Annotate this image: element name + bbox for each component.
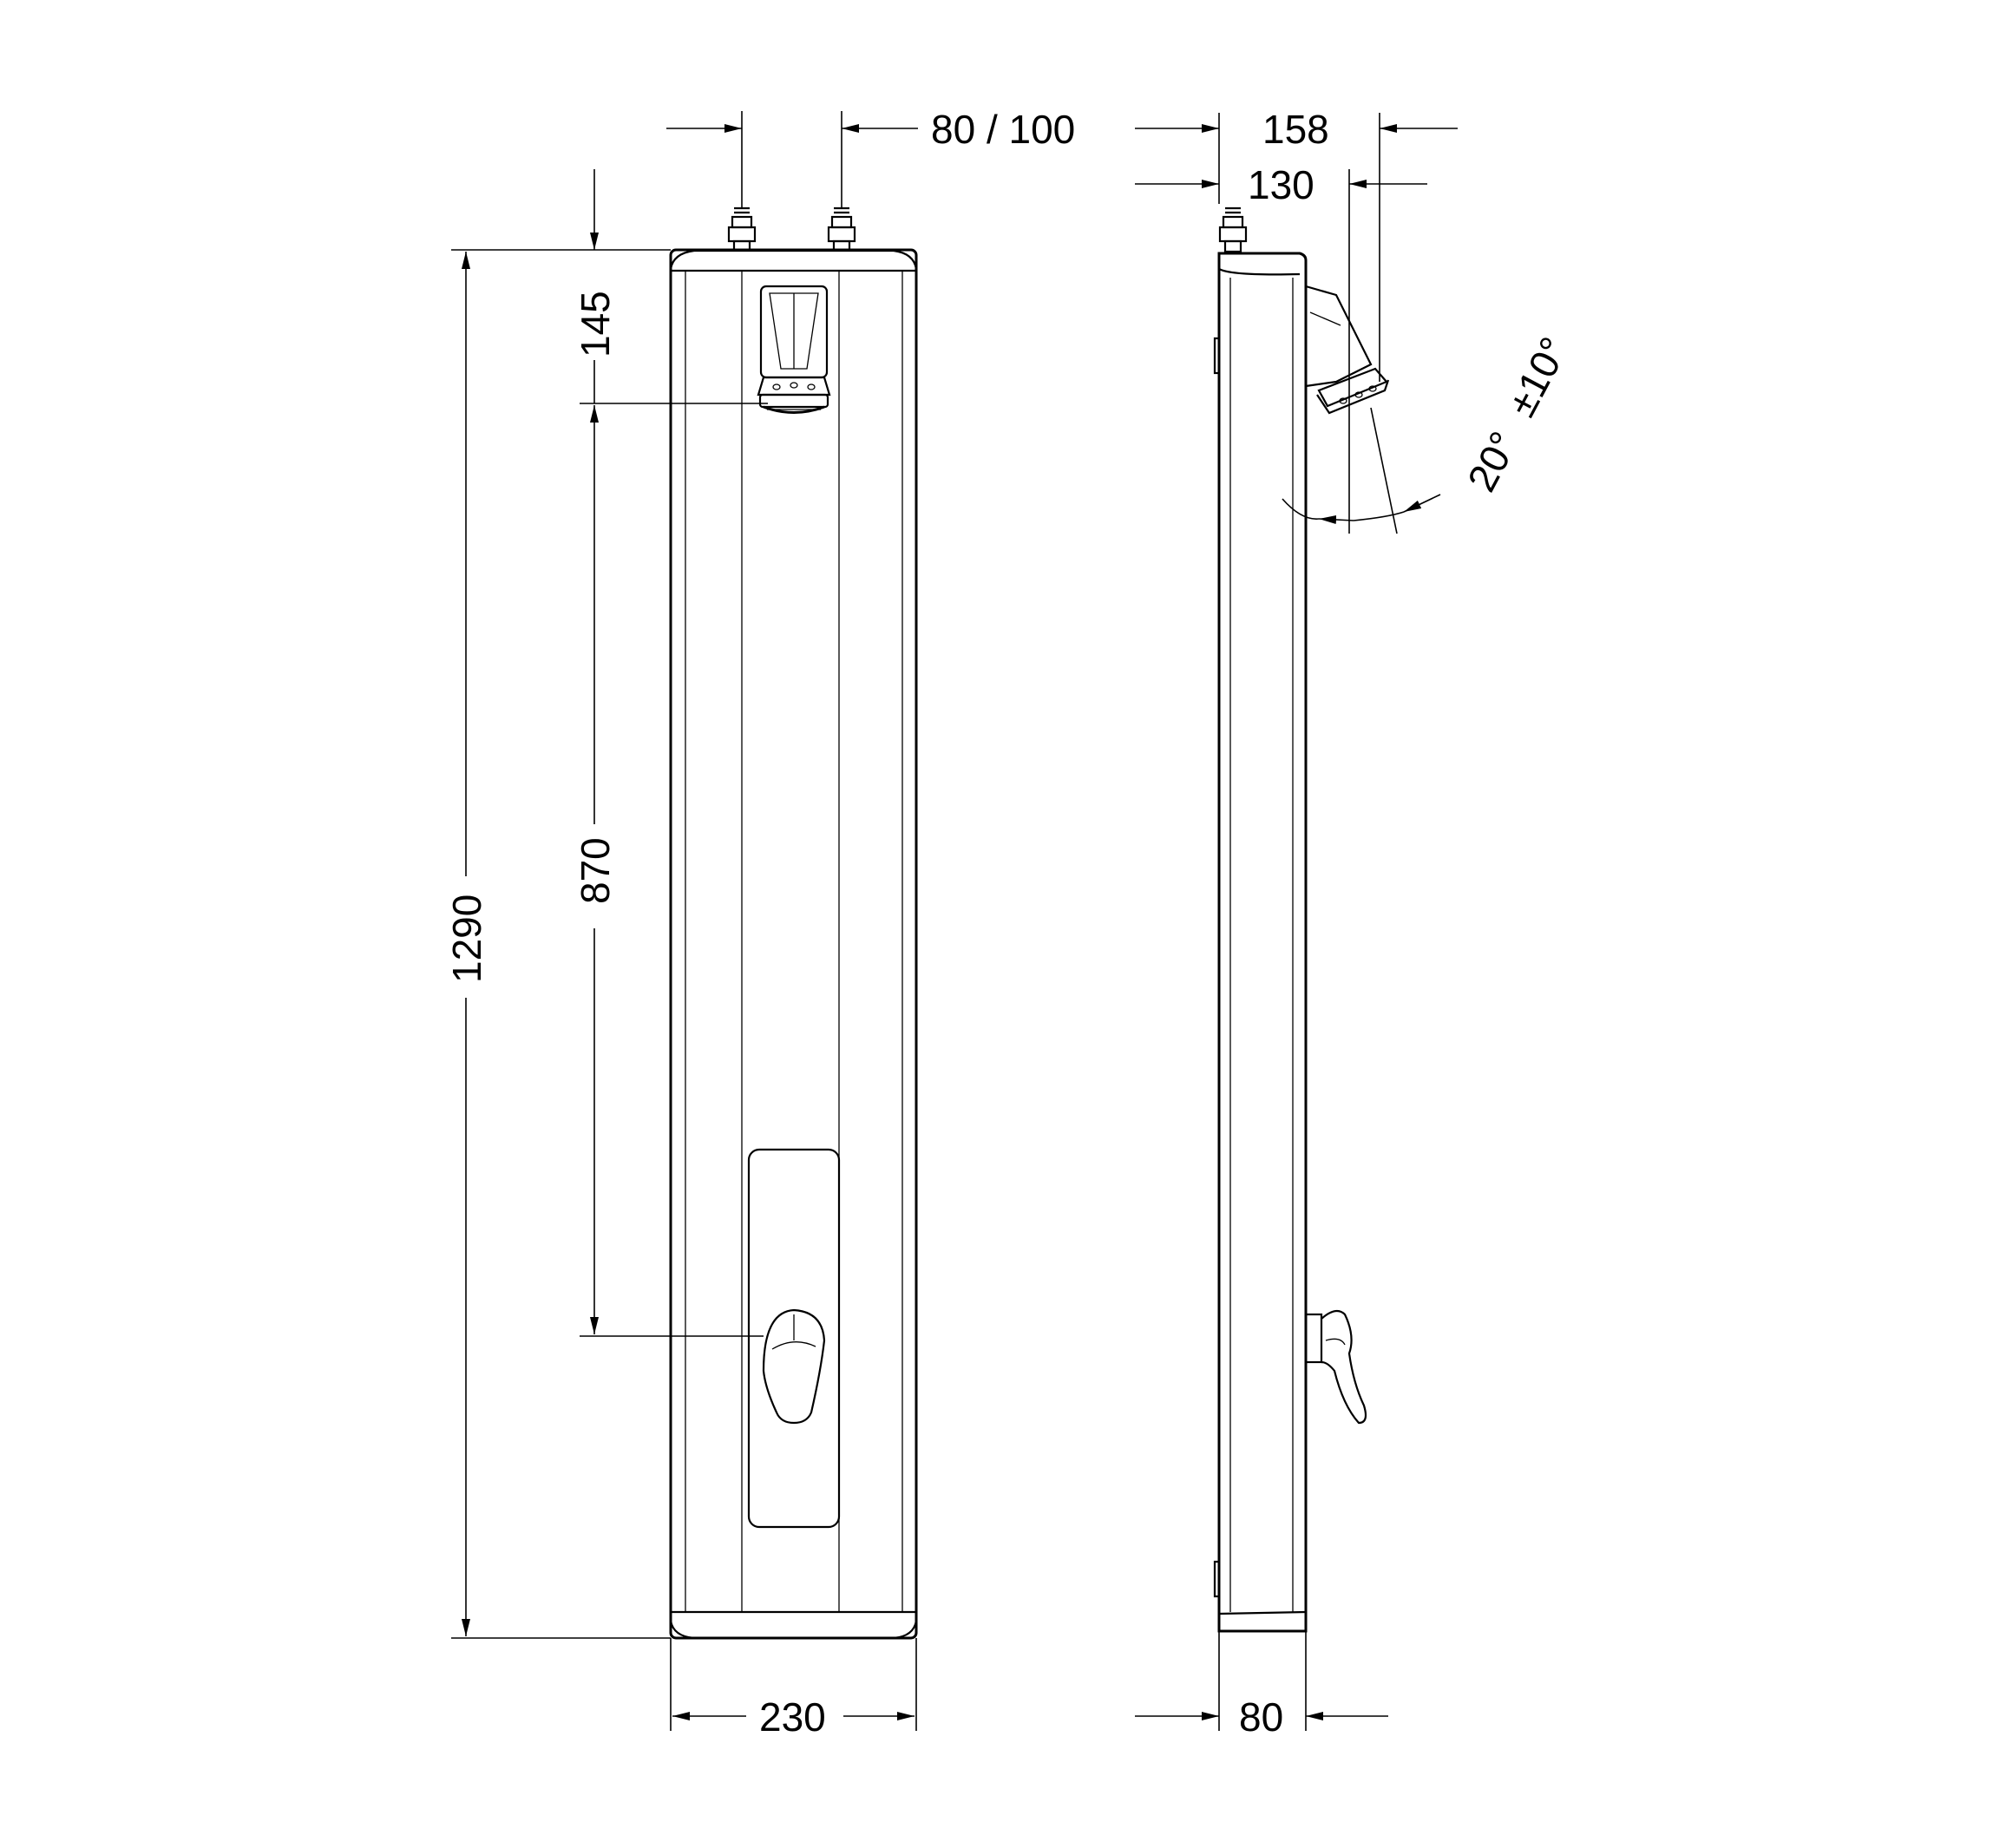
dimension-angle: 20° ±10°: [1282, 330, 1577, 534]
dimension-outlets-spacing-label: 80 / 100: [931, 107, 1075, 152]
front-view: [669, 206, 918, 1640]
side-top-cap-line: [1218, 267, 1301, 276]
inlet-fitting-left: [727, 206, 757, 252]
dimension-angle-label: 20°: [1459, 424, 1527, 499]
dimension-side-depth-total-label: 158: [1262, 107, 1329, 152]
side-bracket-bottom: [1213, 1560, 1221, 1598]
dimension-head-offset-label: 145: [573, 291, 618, 357]
dimension-outlets-spacing: 80 / 100: [666, 107, 1075, 208]
side-bottom-cap-line: [1218, 1610, 1307, 1615]
dimension-head-to-handle-label: 870: [573, 837, 618, 904]
inlet-fitting-right: [827, 206, 856, 252]
dimension-front-width: 230: [670, 1638, 917, 1740]
lever-handle-side: [1304, 1309, 1367, 1425]
front-bottom-cap: [669, 1620, 918, 1640]
front-top-cap: [669, 249, 918, 270]
dimension-angle-tolerance-label: ±10°: [1498, 330, 1577, 423]
side-view: [1213, 206, 1390, 1633]
dimension-side-depth-head-label: 130: [1248, 162, 1314, 207]
dimension-side-depth-head: 130: [1135, 162, 1427, 534]
front-panel-outline: [669, 248, 918, 1640]
dimension-side-width: 80: [1135, 1631, 1388, 1740]
dimension-front-width-label: 230: [759, 1694, 826, 1740]
shower-head-side: [1305, 285, 1390, 415]
inlet-fitting-side: [1218, 206, 1248, 253]
dimension-head-to-handle: 870: [573, 405, 764, 1337]
side-bracket-top: [1213, 337, 1221, 375]
dimension-side-width-label: 80: [1239, 1694, 1283, 1740]
dimension-head-offset: 145: [451, 169, 768, 404]
dimension-overall-height-label: 1290: [444, 895, 489, 983]
control-window-front: [747, 1148, 841, 1529]
dimension-overall-height: 1290: [444, 252, 671, 1639]
dimension-side-depth-total: 158: [1135, 107, 1458, 382]
shower-head-front: [757, 285, 831, 414]
